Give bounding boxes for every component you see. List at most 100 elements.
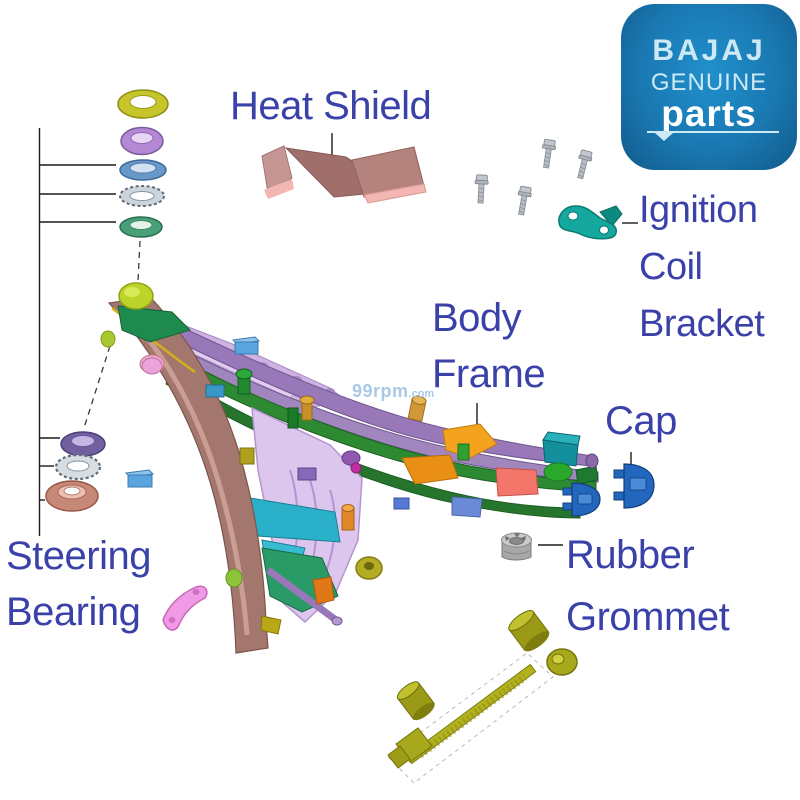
dashed-axis-upper — [137, 240, 141, 282]
rubber-grommet-label: Rubber Grommet — [566, 524, 730, 648]
teal-block-small — [205, 384, 225, 398]
screw — [517, 185, 532, 216]
bolt-tip — [387, 745, 411, 769]
ring-hole — [130, 132, 154, 144]
ring-hole — [129, 95, 157, 109]
rear-tube-end — [585, 453, 599, 469]
logo-parts-text: parts — [661, 93, 757, 134]
cap-right — [613, 463, 655, 509]
screw — [542, 139, 556, 169]
bolt-bushing — [396, 681, 435, 721]
blue-spacer-block — [124, 469, 155, 488]
watermark-brand-text: 99rpm — [352, 381, 409, 401]
pivot-rod-end — [331, 616, 343, 626]
ignition-label-line2: Coil — [639, 246, 703, 288]
pivot-rod — [265, 567, 339, 623]
purple-small-block — [297, 467, 317, 481]
alignment-dashed-lines — [83, 240, 141, 429]
gold-bolt — [299, 395, 315, 421]
ignition-label-line1: Ignition — [639, 189, 758, 231]
bracket-hole — [599, 225, 609, 235]
ring-hole — [129, 162, 157, 174]
steering-bearing-label-line1: Steering — [6, 534, 151, 578]
olive-washer — [355, 556, 383, 580]
bolt-sketch-outline — [387, 652, 554, 784]
cap-parts — [562, 463, 655, 517]
heat-shield-label: Heat Shield — [230, 84, 432, 128]
heat-shield-edge-right — [363, 183, 427, 204]
olive-block — [239, 447, 255, 465]
body-frame-label-line1: Body — [432, 296, 522, 340]
heat-shield-part — [261, 145, 427, 204]
upper-steering-bearing-stack — [117, 89, 169, 238]
grommet-groove — [503, 550, 530, 555]
mounting-screws — [474, 139, 593, 216]
steering-bearing-label: Steering Bearing — [6, 528, 151, 640]
bajaj-genuine-parts-logo: BAJAJ GENUINE parts — [621, 4, 797, 170]
rear-orange-bracket — [442, 423, 498, 459]
rubber-grommet-part — [501, 532, 532, 561]
rubber-grommet-label-line2: Grommet — [566, 595, 730, 639]
ring-hole — [66, 460, 90, 472]
ring-hole — [71, 435, 95, 447]
grommet-castellation — [505, 533, 526, 541]
ring-hole — [63, 486, 81, 496]
heat-shield-edge-left — [264, 179, 294, 199]
body-frame-label-line2: Frame — [432, 352, 546, 396]
frame-fasteners — [124, 336, 470, 635]
heat-shield-panel-left — [261, 145, 293, 194]
bolt-nut — [546, 648, 578, 676]
rear-blue-block — [451, 496, 483, 518]
head-ball-highlight — [124, 287, 140, 297]
cap-left — [562, 482, 601, 517]
blue-spacer-block — [231, 336, 261, 355]
rear-orange-bracket-2 — [401, 454, 459, 485]
orange-cylinder — [341, 504, 355, 531]
watermark-99rpm: 99rpm.com — [352, 381, 434, 402]
frame-rail-upper — [163, 351, 597, 493]
callout-lines — [38, 128, 638, 546]
pink-bracket-body — [162, 585, 208, 631]
bolt-threads — [417, 673, 528, 759]
purple-nut — [341, 450, 361, 466]
logo-genuine-text: GENUINE — [650, 69, 768, 96]
screw — [577, 149, 593, 180]
ignition-label-line3: Bracket — [639, 303, 765, 345]
magenta-dot — [350, 462, 362, 474]
pink-bushing — [141, 357, 163, 375]
watermark-tld-text: .com — [408, 388, 435, 400]
rear-teal-block — [542, 439, 579, 467]
cap-label: Cap — [605, 399, 677, 443]
bracket-hole — [567, 211, 579, 221]
rear-salmon-block — [495, 467, 539, 497]
steering-bearing-label-line2: Bearing — [6, 590, 141, 634]
gold-cylinder — [407, 395, 427, 422]
head-plate-green — [117, 305, 191, 343]
lime-dot — [225, 568, 243, 588]
ignition-coil-bracket-part — [558, 205, 623, 240]
ring-hole — [129, 220, 153, 230]
rubber-grommet-label-line1: Rubber — [566, 533, 695, 577]
ignition-coil-bracket-label: Ignition Coil Bracket — [639, 182, 765, 353]
green-bolt — [235, 368, 253, 395]
pink-lock-bracket-part — [162, 585, 208, 631]
frame-down-tube — [107, 296, 269, 654]
pink-bracket-hole — [192, 589, 200, 595]
ring-hole — [129, 191, 155, 201]
pink-bracket-hole — [168, 617, 176, 623]
green-bolt-small — [287, 407, 299, 429]
lower-steering-bearing-stack — [45, 431, 106, 512]
engine-mount-bolt-kit — [387, 610, 578, 784]
blue-small-block — [393, 497, 410, 510]
screw — [474, 174, 489, 204]
head-side-lime — [100, 330, 116, 348]
body-frame-label: Body Frame — [432, 290, 546, 402]
dashed-axis-lower — [83, 345, 111, 429]
logo-brand-text: BAJAJ — [652, 34, 766, 67]
rear-green-blob — [543, 462, 573, 482]
dark-yellow-foot — [260, 615, 282, 635]
green-cylinder — [457, 443, 470, 461]
logo-down-arrow-icon — [655, 133, 673, 141]
